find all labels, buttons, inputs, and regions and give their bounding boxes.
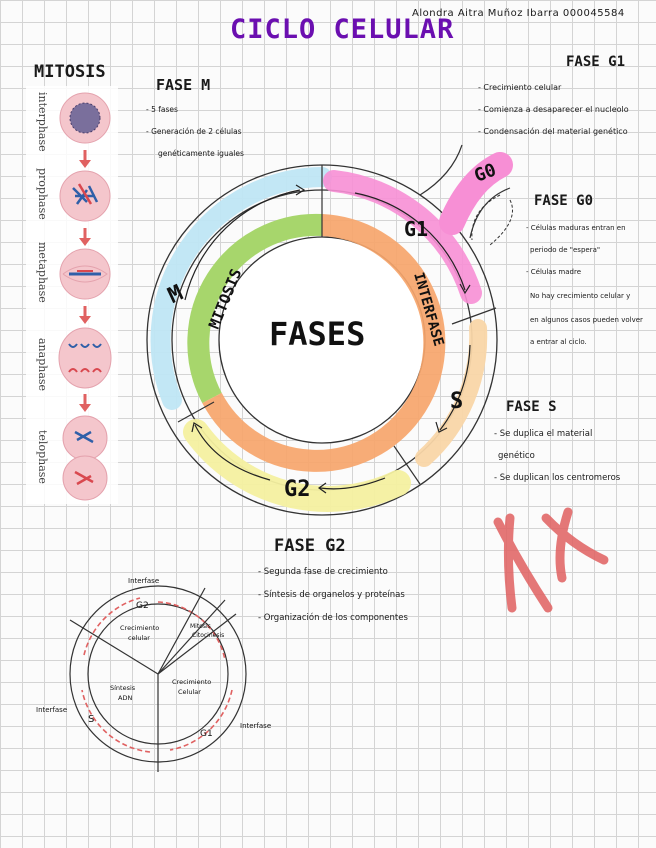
small-crecimiento-label: Crecimiento — [172, 678, 211, 686]
page-title: CICLO CELULAR — [230, 14, 455, 45]
small-crecimiento-label: celular — [128, 634, 150, 642]
s-phase-label: S — [450, 389, 463, 414]
m-arrow — [184, 189, 301, 301]
g1-arrow — [354, 192, 466, 291]
stage-label-telophase: telophase — [36, 430, 49, 484]
g0-band — [439, 152, 513, 235]
small-cycle-diagram — [69, 585, 247, 772]
fase-g2-bullet: - Organización de los componentes — [258, 613, 408, 623]
small-crecimiento-label: Crecimiento — [120, 624, 159, 632]
g2-phase-band — [183, 419, 411, 512]
arrow-down-icon — [79, 404, 91, 412]
fase-g1-bullet: - Comienza a desaparecer el nucleolo — [478, 105, 629, 114]
fase-g0-line: - Células maduras entran en — [526, 224, 626, 232]
arrow-head-icon — [295, 184, 306, 196]
fase-g1-bullet: - Crecimiento celular — [478, 83, 562, 92]
interfase-inner-band — [202, 214, 446, 472]
fase-g0-line: No hay crecimiento celular y — [530, 292, 631, 300]
stage-label-prophase: prophase — [36, 168, 49, 220]
divider — [451, 307, 497, 325]
stage-label-anaphase: anaphase — [36, 338, 49, 392]
small-interfase-top-label: Interfase — [128, 577, 159, 585]
arrow-down-icon — [79, 316, 91, 324]
divider — [177, 401, 215, 423]
fase-m-bullet: - Generación de 2 células — [146, 127, 242, 136]
arrow-down-icon — [79, 160, 91, 168]
fase-s-heading: FASE S — [506, 399, 557, 415]
g1-phase-band — [323, 170, 482, 304]
g0-loop-arrow — [471, 194, 501, 241]
arrow-head-icon — [191, 422, 203, 433]
g2-arrow — [319, 477, 386, 490]
fase-s-line: - Se duplica el material — [494, 429, 593, 439]
small-citocinesis-label: Citocinesis — [192, 632, 224, 639]
mitosis-inner-band — [187, 213, 323, 404]
small-interfase-left-label: Interfase — [36, 706, 67, 714]
fase-g0-line: - Células madre — [526, 268, 582, 276]
small-s-label: S — [88, 714, 94, 725]
stage-label-metaphase: metaphase — [36, 242, 49, 303]
arrow-head-icon — [435, 421, 448, 433]
fase-g2-heading: FASE G2 — [274, 536, 346, 556]
fase-g0-line: en algunos casos pueden volver — [530, 316, 643, 324]
fase-m-bullet: genéticamente iguales — [158, 149, 244, 158]
stage-label-interphase: interphase — [36, 92, 49, 152]
g2-arrow — [194, 424, 271, 481]
s-phase-band — [415, 319, 488, 467]
fase-g0-line: a entrar al ciclo. — [530, 338, 587, 346]
prophase-cell-illustration — [59, 170, 111, 222]
fase-m-heading: FASE M — [156, 76, 211, 94]
small-g1-label: G1 — [200, 729, 213, 739]
m-phase-band — [150, 167, 332, 410]
g2-phase-label: G2 — [284, 477, 311, 502]
telophase-cell-illustration — [62, 415, 108, 501]
fase-g1-heading: FASE G1 — [566, 54, 626, 70]
small-sintesis-label: Síntesis — [110, 684, 136, 692]
fase-g1-bullet: - Condensación del material genético — [478, 127, 628, 136]
g0-connector — [419, 144, 463, 196]
fase-g0-line: periodo de "espera" — [530, 246, 601, 254]
g0-loop-arrow — [489, 199, 513, 246]
mitosis-stage-illustrations — [58, 92, 112, 501]
g1-phase-label: G1 — [404, 217, 428, 241]
arrow-head-icon — [459, 283, 471, 295]
fase-s-line: genético — [498, 451, 535, 461]
fase-g2-bullet: - Segunda fase de crecimiento — [258, 567, 388, 577]
divider — [393, 445, 421, 485]
chromosome-xx-doodle — [493, 507, 609, 613]
author-line: Alondra Aitra Muñoz Ibarra 000045584 — [412, 8, 625, 19]
cycle-center-label: FASES — [269, 315, 365, 353]
mitosis-heading: MITOSIS — [34, 62, 106, 82]
fase-g0-heading: FASE G0 — [534, 193, 594, 209]
fase-m-bullet: - 5 fases — [146, 105, 178, 114]
arrow-head-icon — [317, 482, 327, 494]
fase-g2-bullet: - Síntesis de organelos y proteínas — [258, 590, 405, 600]
fase-s-line: - Se duplican los centromeros — [494, 473, 621, 483]
small-interfase-right-label: Interfase — [240, 722, 271, 730]
arrow-down-icon — [79, 238, 91, 246]
interphase-cell-illustration — [59, 92, 111, 144]
small-crecimiento-label: Celular — [178, 688, 201, 696]
metaphase-cell-illustration — [59, 248, 111, 300]
s-arrow — [439, 344, 471, 431]
small-sintesis-label: ADN — [118, 694, 132, 702]
small-mitosis-label: Mitosis — [190, 623, 211, 630]
anaphase-cell-illustration — [58, 327, 112, 389]
small-g2-label: G2 — [136, 601, 149, 611]
